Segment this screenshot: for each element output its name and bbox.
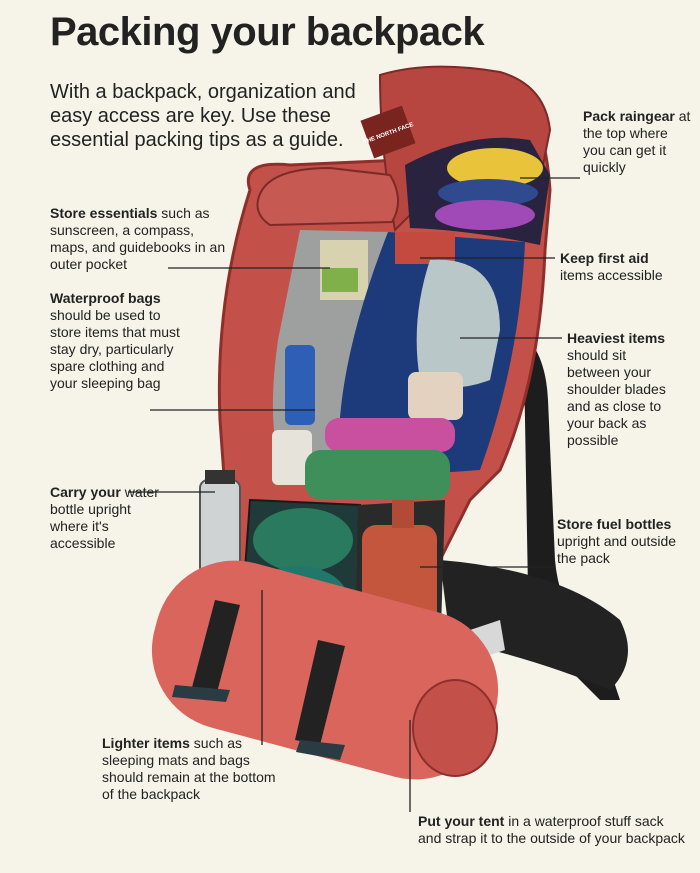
tent-strap-tail-left [172, 685, 230, 702]
intro-text: With a backpack, organization and easy a… [50, 81, 356, 151]
white-bag-item [272, 430, 312, 485]
tent-strap-left [190, 600, 240, 700]
fuel-bottle-cap [392, 500, 414, 528]
page-title: Packing your backpack [50, 10, 485, 54]
note-heaviest-items: Heaviest items should sit between your s… [567, 330, 666, 448]
sleeping-mat-bag-top [253, 508, 353, 572]
note-essentials: Store essentials such as sunscreen, a co… [50, 205, 226, 272]
note-waterproof: Waterproof bags should be used to store … [50, 290, 180, 391]
brand-logo-patch [360, 105, 416, 159]
water-bottle-cap [205, 470, 235, 484]
first-aid-kit [395, 232, 455, 264]
blue-bottle-item [285, 345, 315, 425]
note-lighter-items: Lighter items such as sleeping mats and … [102, 735, 276, 802]
front-lid [256, 166, 399, 227]
compass-item [322, 268, 358, 292]
raingear-blue [438, 179, 538, 207]
cook-pot [408, 372, 463, 420]
sleeping-bag-pink [325, 418, 455, 452]
heavy-items-bag [416, 259, 500, 388]
note-fuel-bottles: Store fuel bottles upright and outside t… [557, 516, 677, 566]
note-tent: Put your tent in a waterproof stuff sack… [418, 813, 685, 846]
tent-strap-tail-right [296, 740, 345, 760]
note-raingear: Pack raingear at the top where you can g… [583, 108, 691, 175]
note-water-bottle: Carry your water bottle upright where it… [50, 484, 159, 551]
hip-belt [440, 560, 628, 690]
raingear-yellow [447, 148, 543, 188]
raingear-purple [435, 200, 535, 230]
tent-strap-right [295, 640, 345, 745]
note-first-aid: Keep first aid items accessible [560, 250, 663, 283]
shoulder-strap [485, 320, 620, 700]
tent-roll-end [412, 679, 498, 777]
sleeping-bag-green [305, 450, 450, 500]
